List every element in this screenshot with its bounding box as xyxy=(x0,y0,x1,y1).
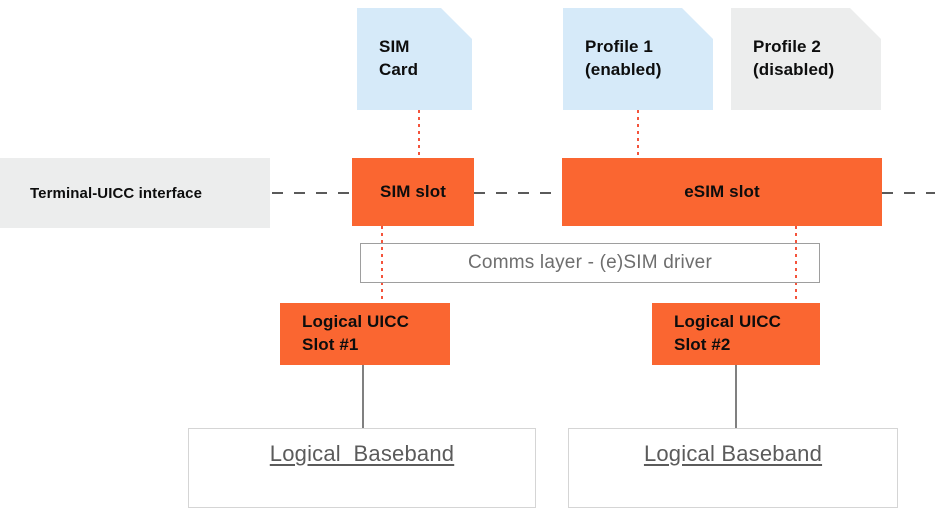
sim-slot-node: SIM slot xyxy=(352,158,474,226)
connector-uicc-slot-1-to-baseband-1 xyxy=(362,365,364,428)
sim-card-node: SIM Card xyxy=(357,8,472,110)
logical-baseband-2-box: Logical Baseband xyxy=(568,428,898,508)
profile-2-label-line2: (disabled) xyxy=(753,60,835,79)
esim-slot-label: eSIM slot xyxy=(684,182,760,201)
sim-card-label-line2: Card xyxy=(379,60,419,79)
terminal-uicc-interface-box: Terminal-UICC interface xyxy=(0,158,270,228)
profile-2-label: Profile 2 (disabled) xyxy=(753,36,834,82)
connector-sim-card-to-sim-slot xyxy=(418,110,420,158)
logical-uicc-slot-1-label: Logical UICC Slot #1 xyxy=(302,311,409,357)
logical-baseband-1-box: Logical Baseband xyxy=(188,428,536,508)
logical-uicc-slot-2-line1: Logical UICC xyxy=(674,312,781,332)
logical-uicc-slot-1-node: Logical UICC Slot #1 xyxy=(280,303,450,365)
sim-card-label-line1: SIM xyxy=(379,37,410,57)
connector-sim-slot-to-uicc-slot-1 xyxy=(381,226,383,306)
connector-profile1-to-esim-slot xyxy=(637,110,639,158)
bus-dash-left-segment xyxy=(272,192,357,194)
sim-slot-label: SIM slot xyxy=(380,182,446,201)
sim-card-label: SIM Card xyxy=(379,36,418,82)
profile-1-card-node: Profile 1 (enabled) xyxy=(563,8,713,110)
logical-uicc-slot-2-node: Logical UICC Slot #2 xyxy=(652,303,820,365)
profile-1-label-line2: (enabled) xyxy=(585,60,662,79)
connector-uicc-slot-2-to-baseband-2 xyxy=(735,365,737,428)
logical-baseband-2-label: Logical Baseband xyxy=(643,441,823,466)
comms-layer-box: Comms layer - (e)SIM driver xyxy=(360,243,820,283)
comms-layer-label: Comms layer - (e)SIM driver xyxy=(468,252,712,273)
logical-baseband-1-label: Logical Baseband xyxy=(269,441,455,466)
logical-uicc-slot-1-line1: Logical UICC xyxy=(302,312,409,332)
logical-uicc-slot-2-line2: Slot #2 xyxy=(674,335,731,354)
profile-1-label: Profile 1 (enabled) xyxy=(585,36,661,82)
profile-2-label-line1: Profile 2 xyxy=(753,37,821,57)
logical-uicc-slot-2-label: Logical UICC Slot #2 xyxy=(674,311,781,357)
bus-dash-right-segment xyxy=(882,192,935,194)
esim-slot-node: eSIM slot xyxy=(562,158,882,226)
bus-dash-middle-segment xyxy=(474,192,562,194)
terminal-uicc-interface-label: Terminal-UICC interface xyxy=(30,184,203,202)
logical-uicc-slot-1-line2: Slot #1 xyxy=(302,335,359,354)
profile-2-card-node: Profile 2 (disabled) xyxy=(731,8,881,110)
profile-1-label-line1: Profile 1 xyxy=(585,37,653,57)
connector-esim-slot-to-uicc-slot-2 xyxy=(795,226,797,306)
